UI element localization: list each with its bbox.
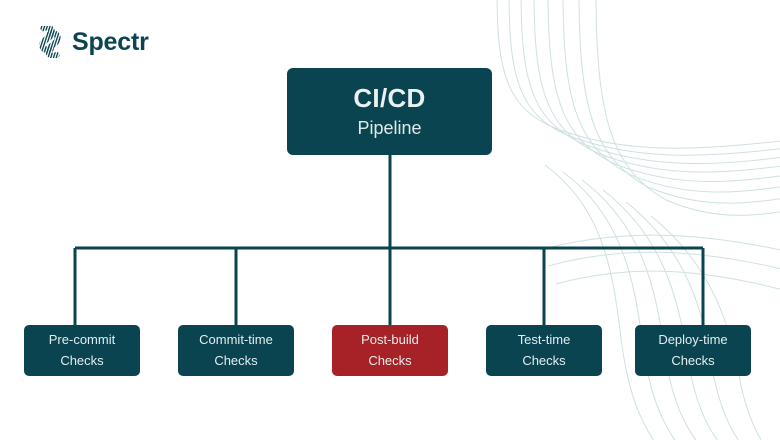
node-commit-time-checks[interactable]: Commit-time Checks bbox=[178, 325, 294, 376]
node-label-line1: Pre-commit bbox=[48, 332, 116, 348]
node-label-line2: Checks bbox=[214, 352, 258, 368]
node-test-time-checks[interactable]: Test-time Checks bbox=[486, 325, 602, 376]
node-root-cicd-pipeline[interactable]: CI/CD Pipeline bbox=[287, 68, 492, 155]
node-label-line1: Test-time bbox=[517, 332, 571, 348]
node-label-line2: Checks bbox=[60, 352, 104, 368]
node-label-line1: Commit-time bbox=[199, 332, 273, 348]
node-deploy-time-checks[interactable]: Deploy-time Checks bbox=[635, 325, 751, 376]
brand-logo: Spectr bbox=[33, 26, 149, 58]
node-label-line1: Post-build bbox=[361, 332, 419, 348]
node-root-title: CI/CD bbox=[353, 82, 426, 113]
node-label-line2: Checks bbox=[671, 352, 715, 368]
node-label-line1: Deploy-time bbox=[658, 332, 728, 348]
node-label-line2: Checks bbox=[522, 352, 566, 368]
node-pre-commit-checks[interactable]: Pre-commit Checks bbox=[24, 325, 140, 376]
spectr-striped-mark-icon bbox=[39, 26, 61, 58]
node-post-build-checks[interactable]: Post-build Checks bbox=[332, 325, 448, 376]
node-root-subtitle: Pipeline bbox=[357, 117, 422, 138]
brand-name: Spectr bbox=[72, 27, 149, 56]
node-label-line2: Checks bbox=[368, 352, 412, 368]
